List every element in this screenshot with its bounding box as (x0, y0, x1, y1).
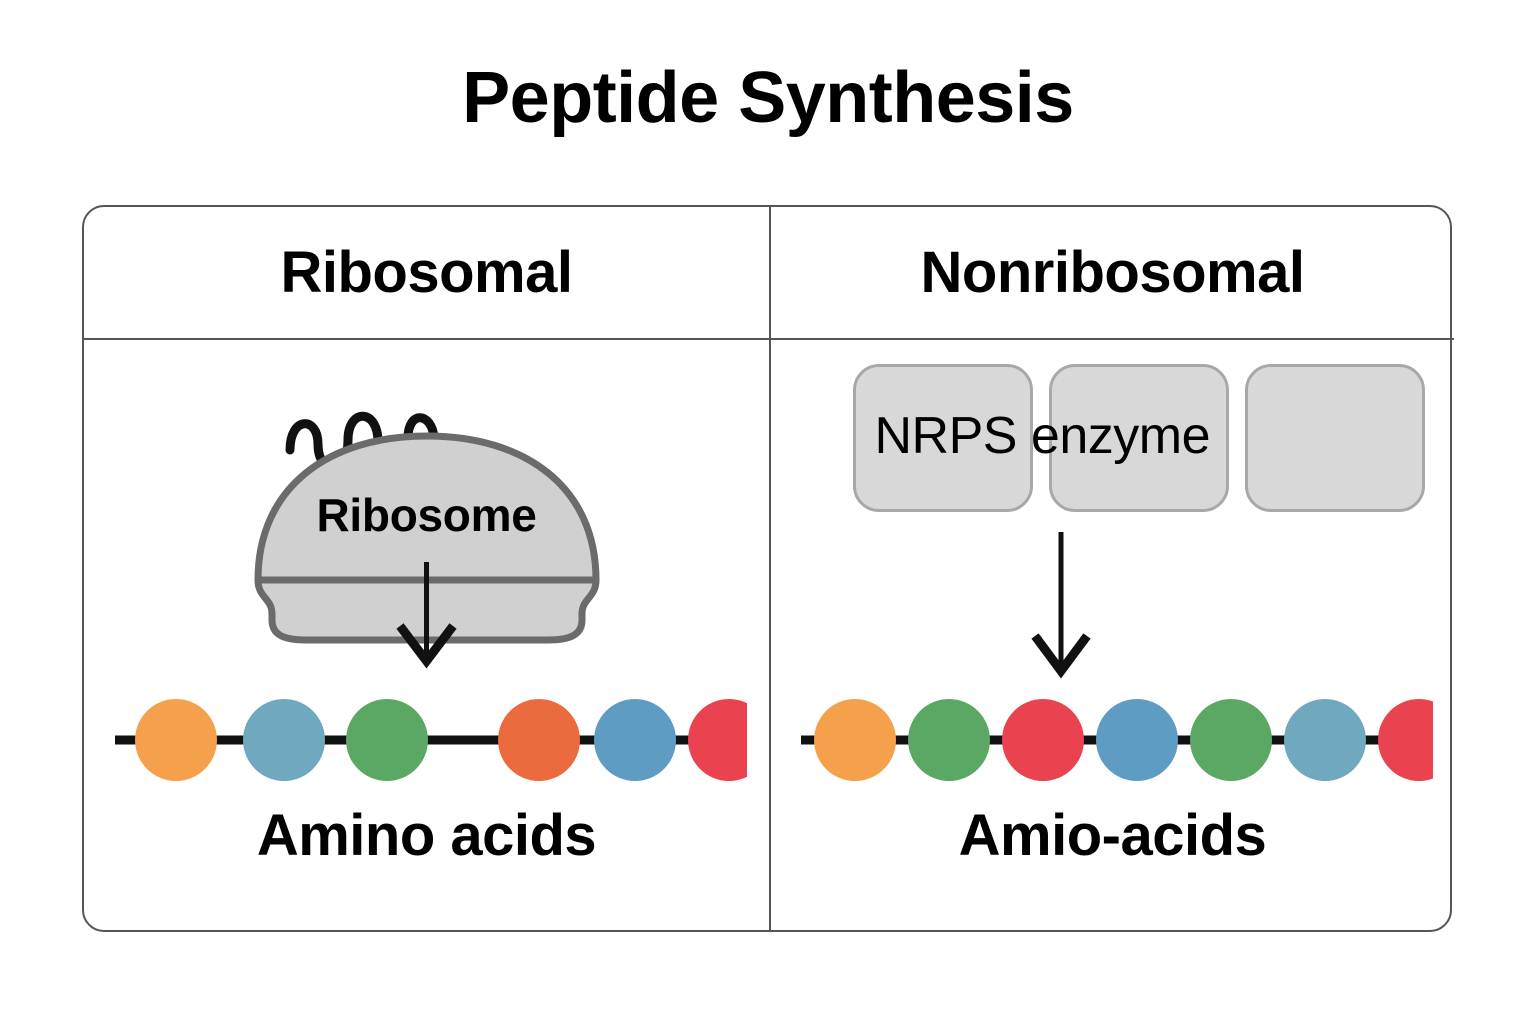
column-header-label: Nonribosomal (920, 240, 1305, 305)
residue-circle (134, 699, 217, 781)
column-body-nonribosomal: NRPS enzyme (771, 340, 1454, 934)
nrps-module-2 (1048, 364, 1229, 512)
residue-circle (242, 699, 325, 781)
residue-circle (813, 699, 896, 781)
residue-circle (593, 699, 676, 781)
nrps-module-3 (1244, 364, 1425, 512)
chain-caption-ribosomal: Amino acids (256, 803, 597, 868)
column-nonribosomal: Nonribosomal NRPS enzyme (769, 207, 1454, 930)
peptide-chain-ribosomal (84, 685, 769, 805)
arrow-ribosome-to-chain (84, 562, 769, 682)
column-body-ribosomal: Ribosome (84, 340, 769, 934)
arrow-nrps-to-chain (771, 532, 1454, 679)
residue-circle (497, 699, 580, 781)
chain-caption-nonribosomal: Amio-acids (958, 803, 1267, 868)
residue-circle (1095, 699, 1178, 781)
column-ribosomal: Ribosomal Ribosome (84, 207, 769, 930)
residue-circle (1001, 699, 1084, 781)
nrps-enzyme-icon: NRPS enzyme (852, 364, 1425, 524)
column-header-ribosomal: Ribosomal (84, 207, 769, 340)
residue-circle (1283, 699, 1366, 781)
residue-circle (345, 699, 428, 781)
residue-circle (907, 699, 990, 781)
column-header-nonribosomal: Nonribosomal (771, 207, 1454, 340)
nrps-module-1 (852, 364, 1033, 512)
column-header-label: Ribosomal (280, 240, 574, 305)
residue-circle (1189, 699, 1272, 781)
residue-circle (687, 699, 747, 781)
peptide-chain-nonribosomal (771, 685, 1454, 805)
residue-circle (1377, 699, 1433, 781)
page-title: Peptide Synthesis (462, 58, 1074, 138)
comparison-table: Ribosomal Ribosome (82, 205, 1454, 932)
